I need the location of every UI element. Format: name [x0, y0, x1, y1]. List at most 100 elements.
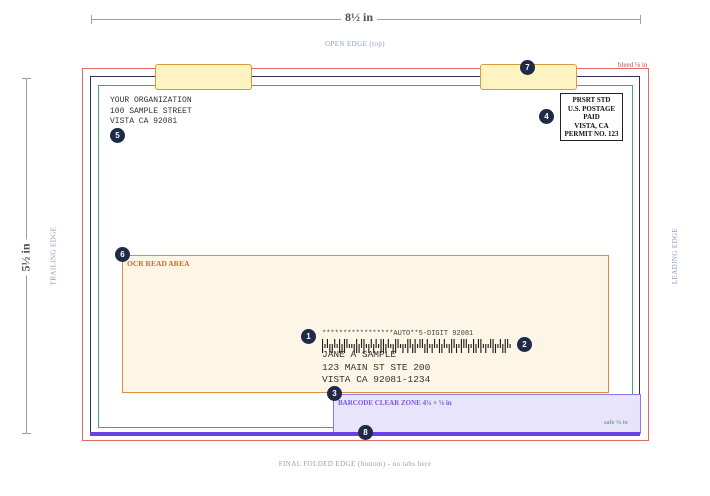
- barcode-bar: [475, 344, 477, 353]
- callout-badge-3: 3: [327, 386, 342, 401]
- barcode-bar: [460, 339, 462, 353]
- barcode-bar: [494, 344, 497, 353]
- barcode-bar: [465, 339, 467, 348]
- barcode-bar: [502, 344, 504, 353]
- barcode-bar: [402, 344, 404, 353]
- barcode-bar: [387, 339, 389, 348]
- barcode-bar: [380, 339, 382, 353]
- barcode-bar: [397, 339, 399, 348]
- return-address: YOUR ORGANIZATION 100 SAMPLE STREET VIST…: [110, 96, 192, 128]
- barcode-bar: [485, 344, 487, 353]
- barcode-bar: [353, 344, 355, 353]
- bleed-boundary: [82, 68, 649, 441]
- barcode-bar: [351, 344, 353, 348]
- indicia-line: PAID: [583, 113, 600, 122]
- barcode-bar: [322, 339, 324, 353]
- barcode-clear-zone-label: BARCODE CLEAR ZONE 4¾ × ⅝ in: [338, 399, 452, 407]
- ocr-read-area: [122, 255, 609, 393]
- fold-edge-text: FINAL FOLDED EDGE: [278, 460, 356, 468]
- barcode-bar: [431, 344, 433, 353]
- barcode-bar: [395, 339, 397, 353]
- callout-number: 5: [115, 131, 120, 140]
- barcode-bar: [326, 339, 328, 348]
- barcode-bar: [356, 339, 358, 353]
- barcode-bar: [453, 339, 455, 348]
- recipient-street: 123 MAIN ST STE 200: [322, 361, 431, 373]
- indicia-line: VISTA, CA: [574, 121, 609, 130]
- barcode-bar: [429, 344, 431, 348]
- callout-number: 3: [332, 389, 337, 398]
- barcode-bar: [436, 344, 438, 348]
- barcode-bar: [451, 339, 453, 353]
- barcode-bar: [382, 339, 384, 353]
- callout-number: 4: [544, 112, 549, 121]
- indicia-line: U.S. POSTAGE: [567, 104, 616, 113]
- barcode-bar: [390, 344, 392, 348]
- safe-label: safe ⅛ in: [604, 419, 628, 426]
- barcode-bar: [358, 344, 360, 353]
- indicia-line: PRSRT STD: [572, 96, 611, 104]
- return-address-line: VISTA CA 92081: [110, 117, 178, 126]
- barcode-bar: [446, 344, 448, 348]
- wafer-tab-left: [155, 64, 252, 90]
- callout-number: 8: [363, 428, 368, 437]
- callout-number: 6: [120, 250, 125, 259]
- barcode-bar: [424, 344, 426, 353]
- barcode-bar: [336, 344, 338, 348]
- barcode-bar: [360, 339, 363, 348]
- barcode-bar: [470, 344, 472, 348]
- barcode-bar: [417, 344, 419, 348]
- callout-badge-2: 2: [517, 337, 532, 352]
- barcode-clear-zone: [333, 394, 641, 434]
- barcode-bar: [463, 339, 465, 348]
- barcode-bar: [392, 344, 394, 353]
- width-dimension-label: 8½ in: [0, 10, 710, 25]
- barcode-bar: [346, 339, 348, 348]
- barcode-bar: [419, 339, 421, 348]
- presort-endorsement-line: *****************AUTO**5-DIGIT 92081: [322, 330, 474, 338]
- indicia-line: PERMIT NO. 123: [564, 130, 619, 139]
- trailing-edge-label: TRAILING EDGE: [13, 227, 93, 286]
- barcode-bar: [443, 339, 445, 348]
- barcode-bar: [473, 339, 475, 353]
- callout-badge-8: 8: [358, 425, 373, 440]
- recipient-name: JANE A SAMPLE: [322, 349, 397, 360]
- bleed-label: bleed ⅛ in: [618, 61, 648, 69]
- open-edge-note: (top): [369, 40, 386, 48]
- return-address-line: YOUR ORGANIZATION: [110, 96, 192, 105]
- callout-number: 1: [306, 332, 311, 341]
- barcode-bar: [375, 339, 377, 348]
- barcode-bar: [455, 344, 458, 353]
- recipient-address: JANE A SAMPLE 123 MAIN ST STE 200 VISTA …: [322, 349, 430, 387]
- barcode-bar: [399, 344, 402, 348]
- width-dimension-text: 8½ in: [340, 10, 377, 24]
- barcode-bar: [499, 339, 501, 348]
- ocr-read-area-label: OCR READ AREA: [127, 259, 190, 268]
- callout-number: 2: [522, 340, 527, 349]
- open-edge-text: OPEN EDGE: [324, 40, 368, 48]
- callout-badge-6: 6: [115, 247, 130, 262]
- barcode-bar: [477, 339, 479, 348]
- barcode-bar: [482, 344, 484, 348]
- barcode-bar: [331, 344, 333, 353]
- barcode-bar: [504, 339, 506, 353]
- barcode-bar: [365, 344, 367, 348]
- open-edge-label: OPEN EDGE (top): [0, 40, 710, 48]
- barcode-bar: [343, 339, 346, 353]
- barcode-bar: [509, 344, 511, 348]
- callout-badge-1: 1: [301, 329, 316, 344]
- barcode-bar: [434, 339, 436, 348]
- barcode-bar: [373, 344, 375, 353]
- barcode-bar: [378, 344, 380, 348]
- barcode-bar: [385, 344, 387, 353]
- barcode-bar: [492, 339, 494, 353]
- intelligent-mail-barcode: [322, 339, 511, 353]
- recipient-city-state-zip: VISTA CA 92081-1234: [322, 374, 431, 385]
- return-address-line: 100 SAMPLE STREET: [110, 106, 192, 116]
- leading-edge-text: LEADING EDGE: [670, 227, 679, 285]
- barcode-bar: [438, 339, 441, 353]
- barcode-bar: [409, 339, 411, 348]
- barcode-bar: [341, 344, 343, 353]
- barcode-bar: [324, 344, 326, 348]
- postage-indicia: PRSRT STD U.S. POSTAGE PAID VISTA, CA PE…: [560, 93, 623, 141]
